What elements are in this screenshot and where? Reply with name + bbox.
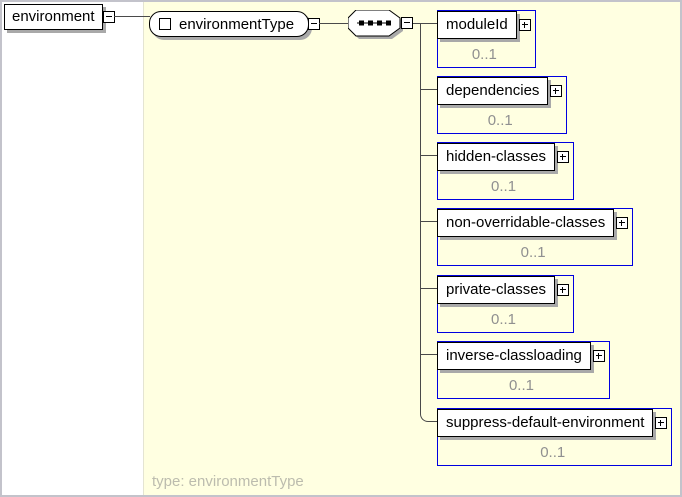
element-label: hidden-classes: [446, 147, 547, 165]
expand-icon[interactable]: [518, 18, 531, 31]
element-label: inverse-classloading: [446, 346, 582, 364]
occurrence-suppress-default-environment: suppress-default-environment 0..1: [437, 408, 673, 466]
element-environment[interactable]: environment: [4, 4, 103, 30]
element-hidden-classes[interactable]: hidden-classes: [437, 142, 556, 171]
occurrence-inverse-classloading: inverse-classloading 0..1: [437, 341, 610, 399]
element-label: moduleId: [446, 15, 508, 33]
expand-icon[interactable]: [557, 283, 570, 296]
element-moduleId[interactable]: moduleId: [437, 10, 517, 39]
occurrence-hidden-classes: hidden-classes 0..1: [437, 142, 575, 200]
connector-line: [420, 221, 437, 222]
type-annotation: type: environmentType: [152, 473, 304, 490]
collapse-icon[interactable]: [308, 18, 320, 30]
complex-content-icon: [159, 18, 171, 30]
type-label: environmentType: [179, 15, 295, 33]
connector-line: [420, 23, 437, 24]
connector-line: [420, 155, 437, 156]
expand-icon[interactable]: [557, 150, 570, 163]
connector-line: [413, 23, 421, 24]
cardinality-label: 0..1: [491, 178, 517, 195]
element-private-classes[interactable]: private-classes: [437, 275, 556, 304]
collapse-icon[interactable]: [401, 17, 413, 29]
expand-icon[interactable]: [550, 84, 563, 97]
cardinality-label: 0..1: [520, 244, 546, 261]
element-label: dependencies: [446, 81, 540, 99]
connector-line: [420, 288, 437, 289]
element-label: private-classes: [446, 280, 547, 298]
connector-line: [429, 421, 437, 422]
type-environmentType[interactable]: environmentType: [149, 11, 309, 37]
element-non-overridable-classes[interactable]: non-overridable-classes: [437, 208, 615, 237]
sequence-icon[interactable]: [348, 10, 406, 42]
expand-icon[interactable]: [655, 416, 668, 429]
cardinality-label: 0..1: [471, 46, 497, 63]
element-label: non-overridable-classes: [446, 213, 606, 231]
cardinality-label: 0..1: [508, 377, 534, 394]
expand-icon[interactable]: [616, 216, 629, 229]
element-dependencies[interactable]: dependencies: [437, 76, 549, 105]
connector-corner: [420, 405, 430, 422]
element-suppress-default-environment[interactable]: suppress-default-environment: [437, 408, 654, 437]
element-inverse-classloading[interactable]: inverse-classloading: [437, 341, 591, 370]
occurrence-dependencies: dependencies 0..1: [437, 76, 568, 134]
occurrence-private-classes: private-classes 0..1: [437, 275, 575, 333]
element-label: environment: [12, 8, 95, 25]
connector-line: [420, 89, 437, 90]
expand-icon[interactable]: [592, 349, 605, 362]
element-label: suppress-default-environment: [446, 413, 645, 431]
connector-line: [319, 23, 349, 24]
cardinality-label: 0..1: [487, 112, 513, 129]
collapse-icon[interactable]: [103, 11, 115, 23]
occurrence-moduleId: moduleId 0..1: [437, 10, 536, 68]
connector-line: [420, 23, 421, 405]
connector-line: [114, 16, 150, 17]
connector-line: [420, 354, 437, 355]
cardinality-label: 0..1: [491, 311, 517, 328]
occurrence-non-overridable-classes: non-overridable-classes 0..1: [437, 208, 634, 266]
cardinality-label: 0..1: [540, 444, 566, 461]
